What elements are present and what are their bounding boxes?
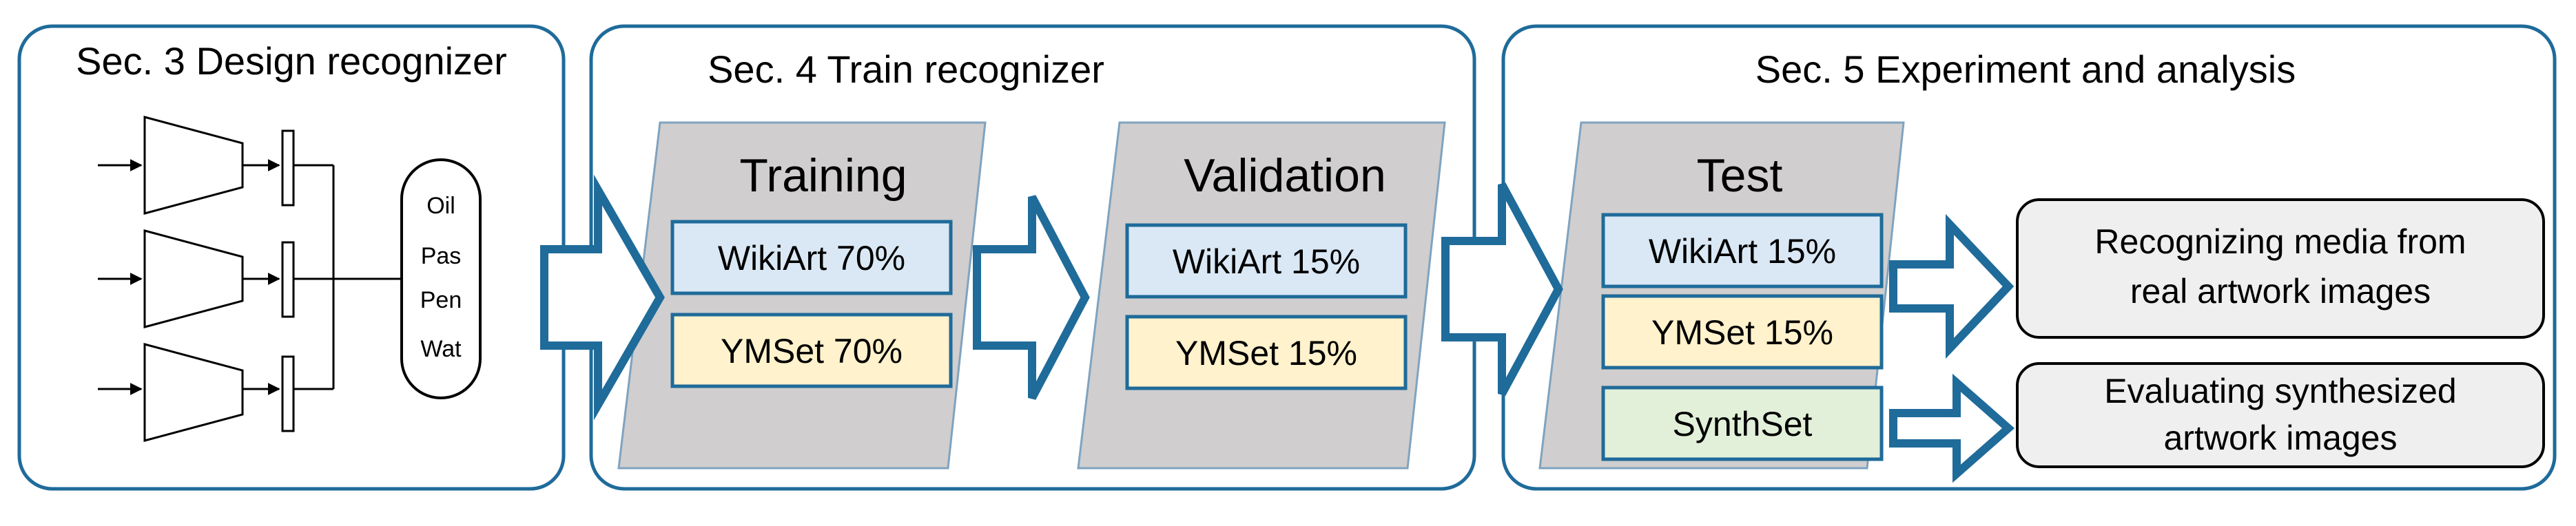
training-wikiart-box [670,220,953,295]
validation-wikiart-box [1125,223,1408,299]
training-wikiart-label: WikiArt 70% [718,239,905,277]
test-ymset-label: YMSet 15% [1651,313,1833,352]
design-recognizer-panel: Sec. 3 Design recognizer Oil Pas Pen [17,24,566,491]
validation-title: Validation [1184,149,1386,202]
experiment-panel: Sec. 5 Experiment and analysis Test Wiki… [1501,24,2557,491]
classifier-output [400,158,482,399]
validation-wikiart-label: WikiArt 15% [1173,242,1360,281]
feature-bar-2 [281,241,295,318]
design-panel-title: Sec. 3 Design recognizer [76,39,507,83]
block-arrow-design-to-training [540,174,665,421]
class-wat: Wat [420,336,462,362]
class-oil: Oil [426,193,455,219]
training-ymset-box [670,313,953,388]
test-wikiart-box [1601,213,1884,288]
block-arrow-validation-to-test [1441,182,1563,396]
test-wikiart-label: WikiArt 15% [1649,232,1836,271]
training-ymset-label: YMSet 70% [721,332,903,370]
block-arrow-synthset-to-evaluate [1889,373,2015,483]
recognize-outcome-line2: real artwork images [2130,272,2431,311]
validation-ymset-box [1125,315,1408,390]
block-arrow-test-to-recognize [1889,213,2015,359]
test-synthset-label: SynthSet [1673,405,1813,443]
training-title: Training [739,149,907,202]
flow-arrows [540,174,2015,483]
block-arrow-training-to-validation [973,195,1090,400]
test-ymset-box [1601,294,1884,370]
encoder-stack [98,116,402,442]
class-pen: Pen [420,287,462,313]
validation-ymset-label: YMSet 15% [1175,334,1357,372]
recognize-outcome-line1: Recognizing media from [2094,222,2466,261]
encoder-3 [143,343,244,442]
test-title: Test [1697,149,1783,202]
train-panel-title: Sec. 4 Train recognizer [708,48,1104,91]
evaluate-outcome-line1: Evaluating synthesized [2104,372,2456,410]
feature-bar-1 [281,129,295,207]
encoder-1 [143,116,244,215]
feature-bar-3 [281,355,295,432]
encoder-2 [143,229,244,328]
evaluate-outcome-box [2016,362,2545,468]
evaluate-outcome-line2: artwork images [2164,419,2398,457]
recognize-outcome-box [2016,198,2545,339]
test-synthset-box [1601,386,1884,461]
class-pas: Pas [421,243,462,269]
experiment-panel-title: Sec. 5 Experiment and analysis [1755,48,2296,91]
